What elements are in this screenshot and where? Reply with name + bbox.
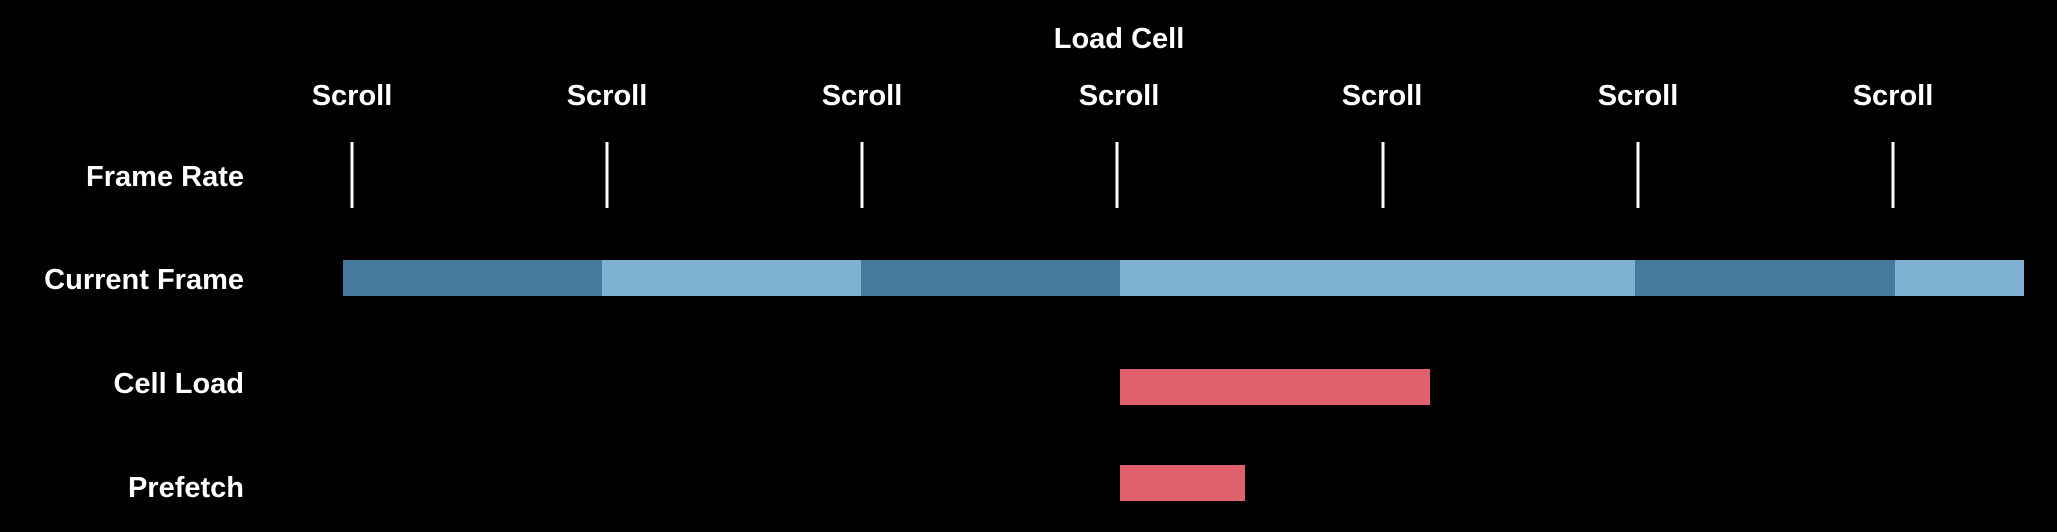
scroll-label: Scroll <box>1078 80 1160 112</box>
current-frame-segment <box>602 260 861 296</box>
row-label-current-frame: Current Frame <box>44 264 244 296</box>
frame-tick <box>1636 142 1640 208</box>
row-label-prefetch: Prefetch <box>127 472 244 504</box>
frame-tick <box>1115 142 1119 208</box>
current-frame-segment <box>1120 260 1635 296</box>
frame-tick <box>1381 142 1385 208</box>
scroll-label: Scroll <box>821 80 903 112</box>
row-label-cell-load: Cell Load <box>113 368 244 400</box>
frame-tick <box>350 142 354 208</box>
current-frame-segment <box>1895 260 2024 296</box>
current-frame-segment <box>343 260 602 296</box>
current-frame-segment <box>861 260 1120 296</box>
frame-tick <box>605 142 609 208</box>
load-cell-label: Load Cell <box>1053 23 1185 55</box>
scroll-label: Scroll <box>311 80 393 112</box>
frame-tick <box>860 142 864 208</box>
current-frame-segment <box>1635 260 1895 296</box>
scroll-label: Scroll <box>1852 80 1934 112</box>
frame-tick <box>1891 142 1895 208</box>
scroll-label: Scroll <box>1597 80 1679 112</box>
prefetch-bar <box>1120 465 1245 501</box>
cell-load-bar <box>1120 369 1430 405</box>
row-label-frame-rate: Frame Rate <box>86 161 244 193</box>
scroll-label: Scroll <box>566 80 648 112</box>
scroll-label: Scroll <box>1341 80 1423 112</box>
